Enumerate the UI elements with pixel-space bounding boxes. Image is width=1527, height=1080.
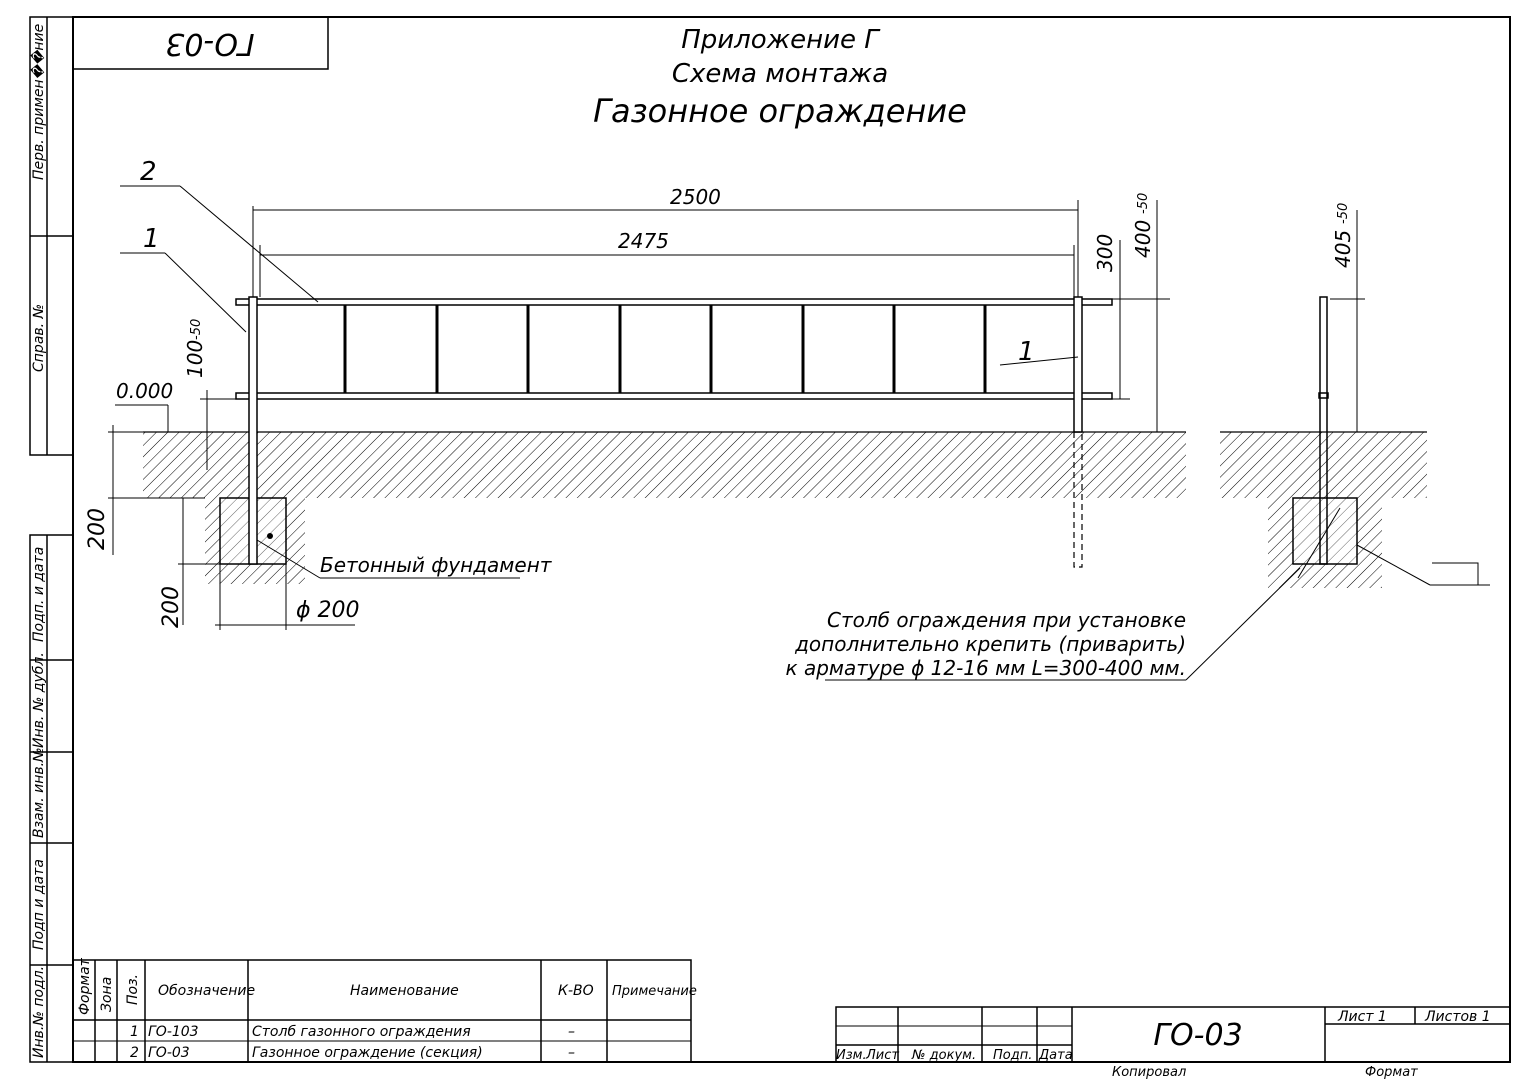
tb-format: Формат: [1365, 1065, 1418, 1080]
callout-1-right: 1: [1018, 337, 1035, 367]
row1-pos: 1: [130, 1024, 139, 1040]
tb-designation: ГО-03: [1153, 1018, 1242, 1053]
side-label-3: Инв. № дубл.: [31, 652, 47, 748]
title-line3: Газонное ограждение: [593, 92, 967, 130]
tb-izm: Изм.: [836, 1048, 867, 1063]
spec-table-text: Формат Зона Поз. Обозначение Наименовани…: [77, 957, 697, 1061]
level-label: 0.000: [116, 379, 173, 403]
ground-hatch-main: [143, 432, 1186, 498]
note-line1: Столб ограждения при установке: [827, 608, 1186, 632]
note-line2: дополнительно крепить (приварить): [794, 632, 1186, 656]
dim-200-b: 200: [159, 586, 184, 628]
foundation-label: Бетонный фундамент: [320, 553, 553, 577]
row2-designation: ГО-03: [148, 1045, 190, 1061]
side-post: [1297, 296, 1341, 579]
th-zone: Зона: [99, 977, 115, 1012]
row1-name: Столб газонного ограждения: [252, 1024, 471, 1040]
dimensions: [108, 200, 1365, 630]
dim-400: 400: [1131, 220, 1155, 258]
row2-pos: 2: [130, 1045, 139, 1061]
spec-table: [72, 959, 692, 1063]
ground-hatch-side: [1220, 432, 1427, 498]
fence-section: [235, 296, 1113, 568]
tb-sheets: Листов 1: [1424, 1009, 1491, 1025]
title-block-text: Изм. Лист № докум. Подп. Дата ГО-03 Лист…: [836, 1009, 1491, 1080]
dim-200-a: 200: [85, 508, 110, 550]
row2-qty: –: [568, 1045, 575, 1061]
leaders: [120, 185, 1490, 681]
dim-400-tol: -50: [1136, 193, 1151, 214]
side-label-0: Перв. примен��ние: [30, 24, 47, 180]
title-block: [835, 1006, 1511, 1063]
callout-2: 2: [140, 157, 157, 187]
tb-sheet: Лист 1: [1337, 1009, 1387, 1025]
dim-100: 100: [183, 340, 207, 378]
th-pos: Поз.: [125, 974, 141, 1005]
side-label-2: Подп. и дата: [31, 547, 47, 642]
tb-copied: Копировал: [1112, 1065, 1186, 1080]
dim-405: 405: [1331, 230, 1355, 268]
th-note: Примечание: [612, 984, 697, 999]
note-line3: к арматуре ϕ 12-16 мм L=300-400 мм.: [786, 656, 1187, 680]
foundation-right: [1268, 497, 1382, 588]
th-format: Формат: [77, 957, 93, 1015]
tb-list: Лист: [865, 1048, 899, 1063]
title-line1: Приложение Г: [681, 25, 881, 55]
side-label-6: Инв.№ подл.: [31, 966, 47, 1058]
stamp-box: ГО-03: [72, 16, 329, 70]
dim-texts: 2500 2475 300 400 -50 405 -50 100 -50 0.…: [85, 157, 1355, 680]
tb-sign: Подп.: [993, 1048, 1032, 1063]
tb-doc: № докум.: [911, 1048, 976, 1063]
side-label-4: Взам. инв.№: [31, 747, 47, 838]
dim-2475: 2475: [618, 229, 669, 253]
row1-qty: –: [568, 1024, 575, 1040]
th-name: Наименование: [350, 983, 459, 999]
tb-date: Дата: [1038, 1048, 1073, 1063]
row1-designation: ГО-103: [148, 1024, 199, 1040]
diameter-label: ϕ 200: [296, 598, 360, 623]
dim-405-tol: -50: [1336, 203, 1351, 224]
title-line2: Схема монтажа: [672, 59, 888, 89]
left-margin-strip: [29, 16, 74, 1063]
side-label-1: Справ. №: [31, 304, 47, 372]
th-qty: К-ВО: [558, 983, 594, 999]
title-group: Приложение Г Схема монтажа Газонное огра…: [593, 25, 967, 130]
callout-1-left: 1: [143, 224, 160, 254]
dim-300: 300: [1093, 234, 1117, 272]
dim-2500: 2500: [670, 185, 721, 209]
row2-name: Газонное ограждение (секция): [252, 1045, 483, 1061]
th-designation: Обозначение: [158, 983, 255, 999]
dim-100-tol: -50: [189, 319, 204, 340]
side-label-5: Подп и дата: [31, 859, 47, 950]
stamp-text: ГО-03: [165, 26, 254, 61]
side-labels: Перв. примен��ние Справ. № Подп. и дата …: [30, 24, 47, 1058]
